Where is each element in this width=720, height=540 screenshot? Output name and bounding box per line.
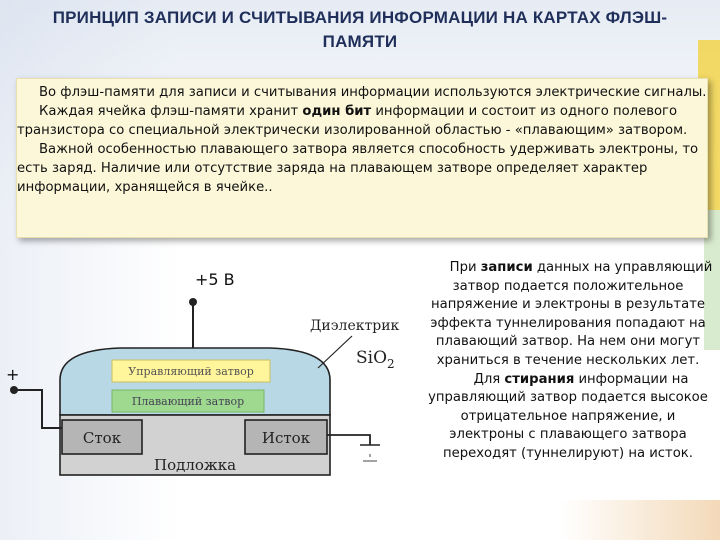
source-region (244, 419, 328, 455)
write-bold: записи (480, 260, 533, 275)
control-gate-label: Управляющий затвор (128, 365, 253, 378)
intro-paragraph-2: Каждая ячейка флэш-памяти хранит один би… (17, 102, 707, 140)
dielectric-label: Диэлектрик (310, 318, 400, 334)
erase-paragraph: Для стирания информации на управляющий з… (423, 371, 713, 464)
source-label: Исток (262, 429, 311, 447)
sio2-main: SiO (356, 348, 387, 368)
drain-label: Сток (83, 429, 122, 447)
intro-p2-bold: один бит (302, 104, 372, 119)
drain-region (61, 419, 143, 455)
intro-p2-text-end: информации и состоит из одного полевого … (17, 104, 688, 138)
intro-p2-text: Каждая ячейка флэш-памяти хранит (39, 104, 303, 119)
write-paragraph: При записи данных на управляющий затвор … (423, 259, 713, 371)
write-text-end: данных на управляющий затвор подается по… (430, 260, 713, 368)
floating-gate (111, 389, 265, 413)
intro-paragraph-3: Важной особенностью плавающего затвора я… (17, 142, 699, 195)
substrate-label: Подложка (154, 456, 236, 474)
source-wire (327, 434, 371, 445)
erase-bold: стирания (504, 371, 575, 387)
write-text-start: При (449, 260, 481, 275)
drain-wire (14, 389, 62, 429)
erase-text-start: Для (473, 371, 505, 387)
floating-gate-label: Плавающий затвор (132, 395, 244, 408)
control-gate (111, 359, 271, 383)
plus-label: + (6, 365, 19, 384)
erase-text-end: информации на управляющий затвор подаетс… (428, 371, 708, 461)
decor-bottom-gradient (560, 500, 720, 540)
intro-text-box: Во флэш-памяти для записи и считывания и… (16, 78, 708, 238)
sio2-label: SiO2 (356, 348, 395, 371)
right-description: При записи данных на управляющий затвор … (423, 259, 713, 464)
decor-stripe-green (704, 210, 720, 350)
dielectric-pointer (317, 335, 353, 369)
intro-paragraph-1: Во флэш-памяти для записи и считывания и… (39, 85, 707, 100)
voltage-label: +5 В (195, 270, 235, 289)
flash-cell-diagram: +5 В Управляющий затвор Плавающий затвор… (6, 270, 400, 476)
slide-title: ПРИНЦИП ЗАПИСИ И СЧИТЫВАНИЯ ИНФОРМАЦИИ Н… (52, 8, 668, 51)
sio2-subscript: 2 (387, 357, 395, 371)
